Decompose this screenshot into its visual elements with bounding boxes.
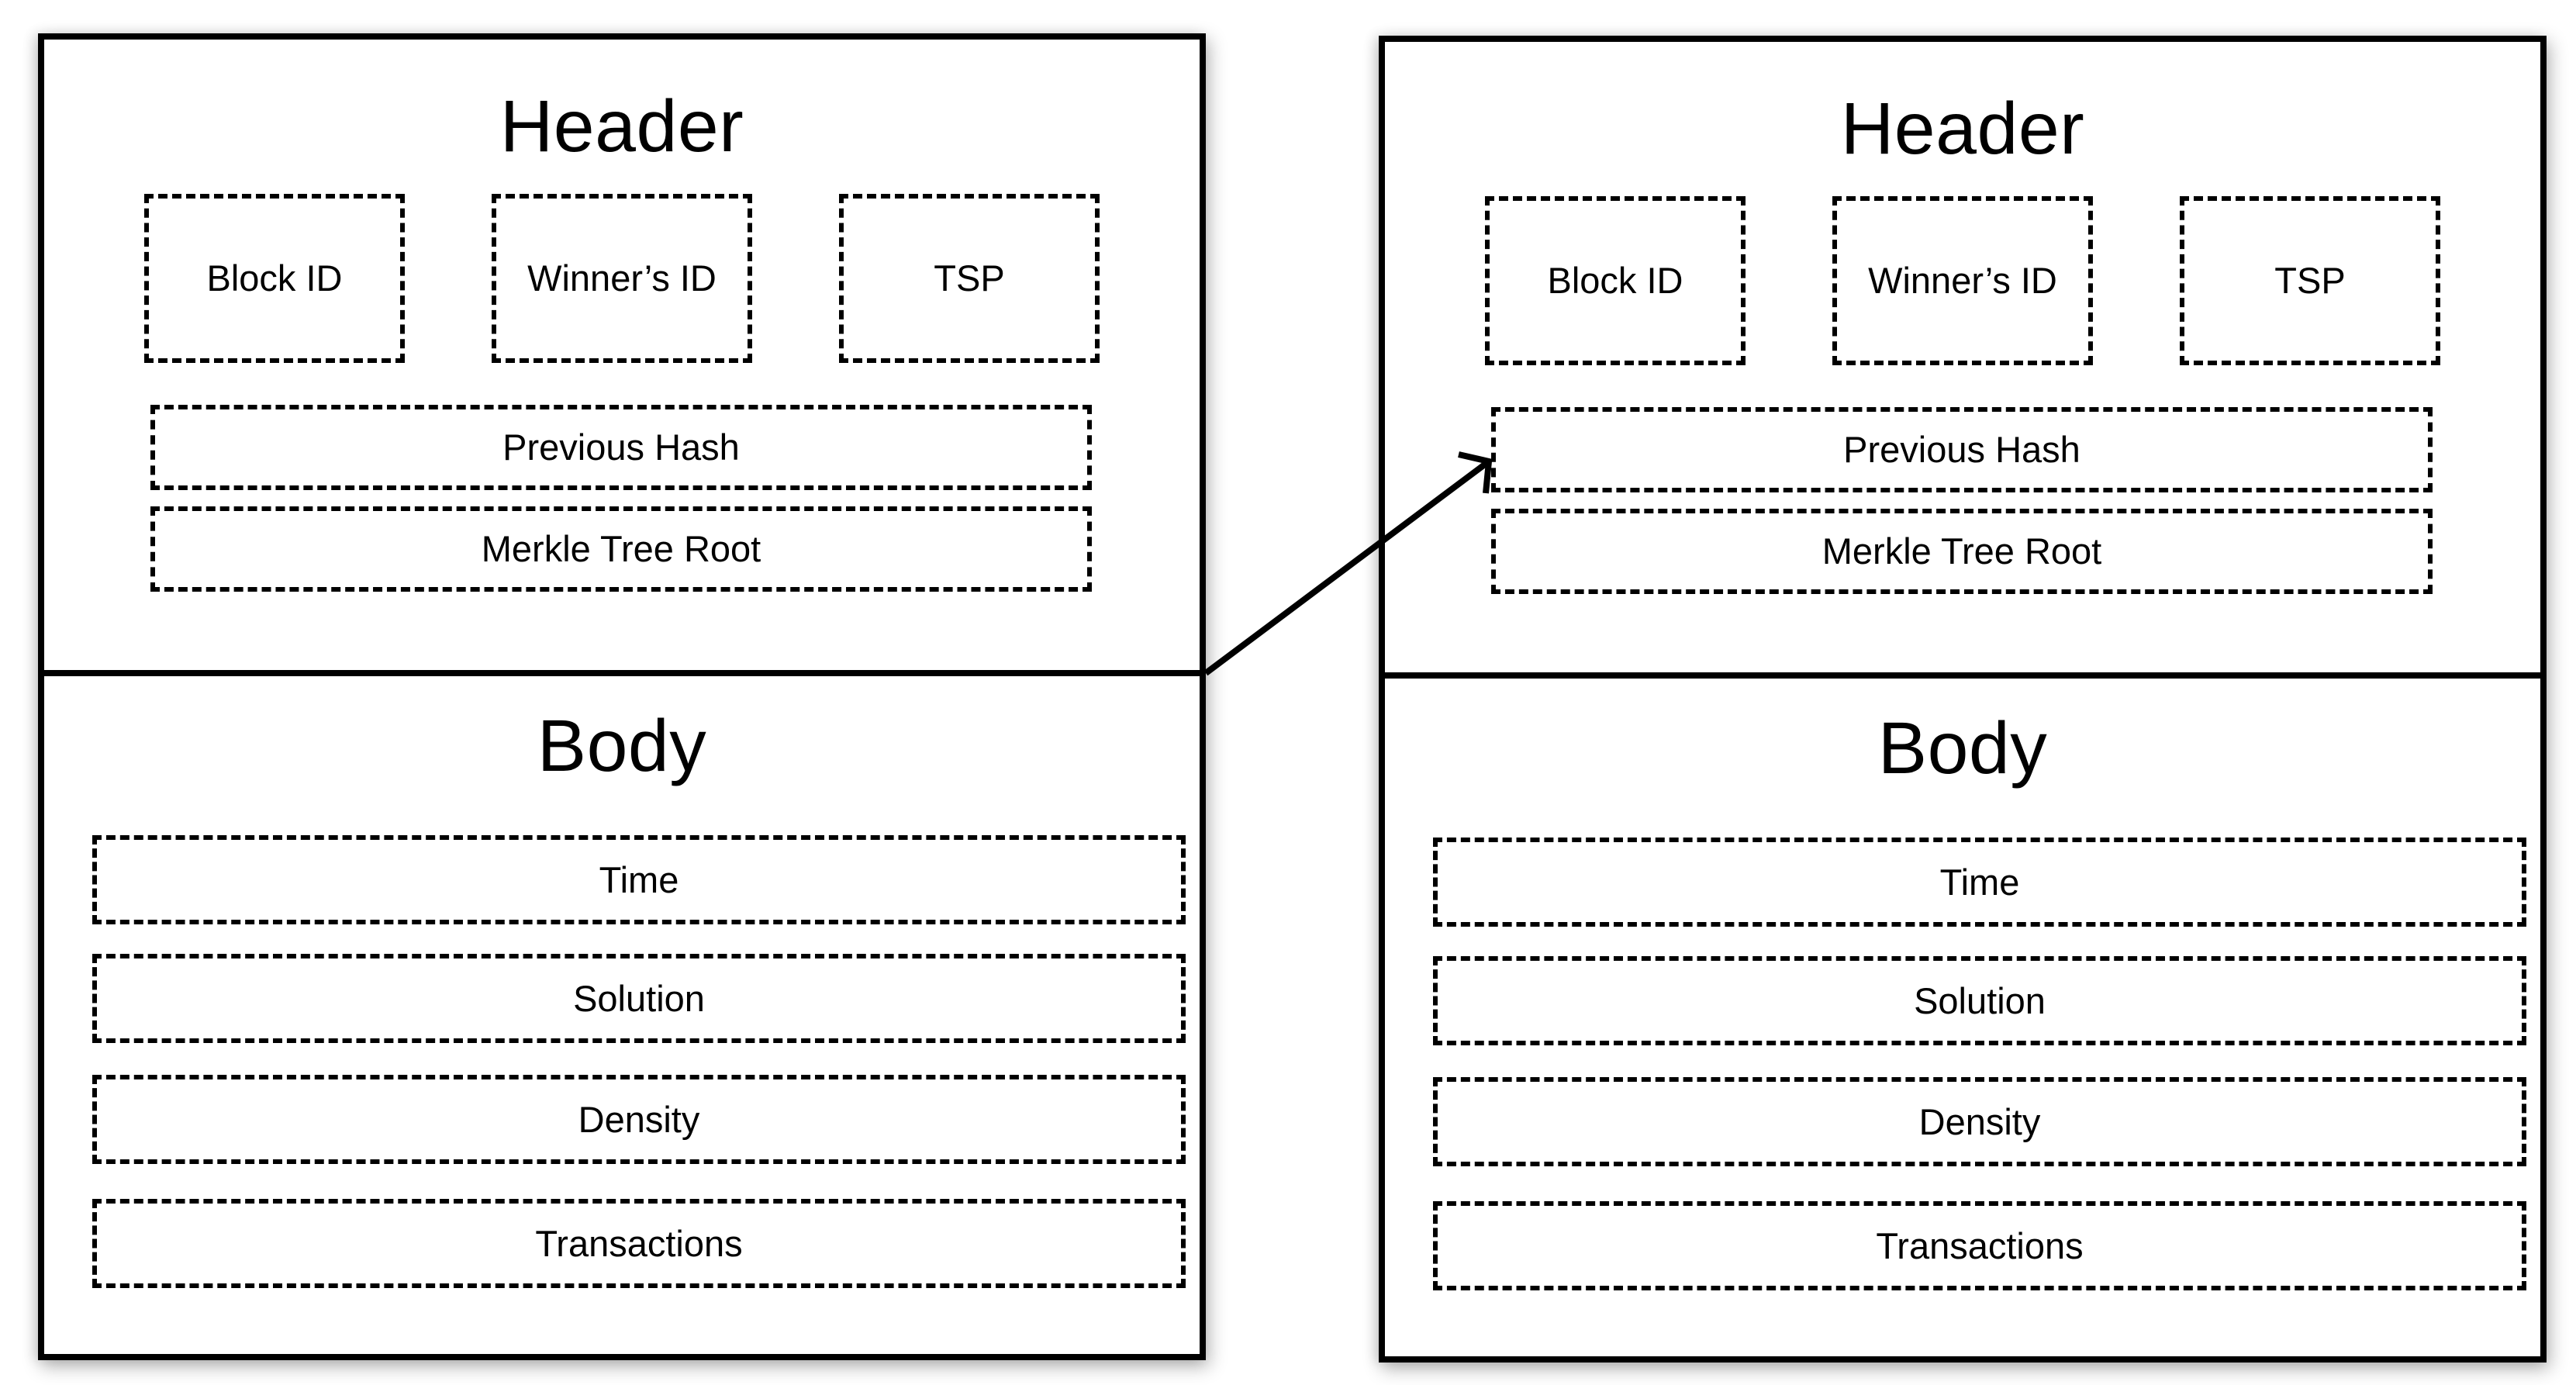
body-section-title: Body bbox=[537, 705, 707, 787]
header-section-title: Header bbox=[1840, 88, 2085, 170]
header-id-row: Block ID Winner’s ID TSP bbox=[44, 194, 1200, 363]
density-box: Density bbox=[1433, 1077, 2526, 1166]
transactions-box: Transactions bbox=[1433, 1201, 2526, 1290]
solution-box: Solution bbox=[92, 954, 1186, 1043]
header-body-divider bbox=[1379, 672, 2547, 679]
winners-id-box: Winner’s ID bbox=[492, 194, 752, 363]
body-section-title: Body bbox=[1877, 707, 2048, 789]
winners-id-box: Winner’s ID bbox=[1832, 196, 2093, 365]
time-box: Time bbox=[92, 835, 1186, 924]
header-id-row: Block ID Winner’s ID TSP bbox=[1385, 196, 2540, 365]
tsp-box: TSP bbox=[2180, 196, 2440, 365]
previous-hash-box: Previous Hash bbox=[1491, 407, 2433, 492]
tsp-box: TSP bbox=[839, 194, 1100, 363]
block-id-box: Block ID bbox=[1485, 196, 1746, 365]
header-body-divider bbox=[38, 670, 1206, 676]
solution-box: Solution bbox=[1433, 956, 2526, 1045]
merkle-tree-root-box: Merkle Tree Root bbox=[1491, 509, 2433, 594]
transactions-box: Transactions bbox=[92, 1199, 1186, 1288]
next-block: Header Block ID Winner’s ID TSP Previous… bbox=[1379, 36, 2547, 1363]
density-box: Density bbox=[92, 1075, 1186, 1164]
previous-hash-box: Previous Hash bbox=[150, 405, 1092, 490]
time-box: Time bbox=[1433, 838, 2526, 927]
header-section-title: Header bbox=[499, 85, 744, 168]
merkle-tree-root-box: Merkle Tree Root bbox=[150, 506, 1092, 592]
previous-block: Header Block ID Winner’s ID TSP Previous… bbox=[38, 33, 1206, 1360]
block-id-box: Block ID bbox=[144, 194, 405, 363]
